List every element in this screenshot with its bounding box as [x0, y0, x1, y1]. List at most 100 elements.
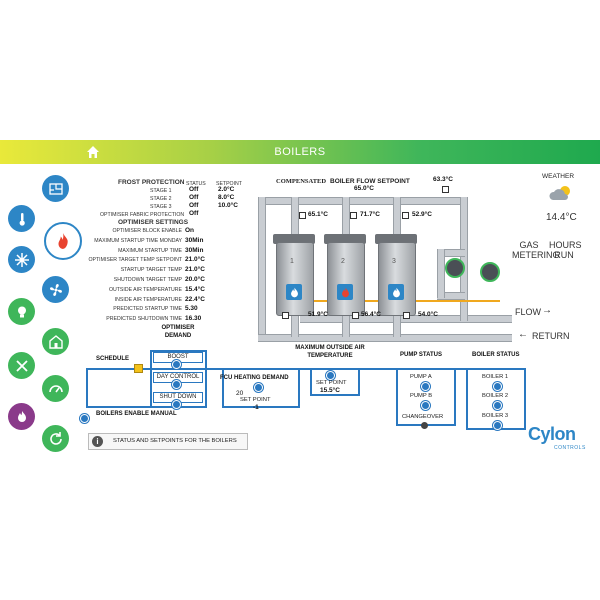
- header-temp: 63.3°C: [433, 176, 453, 183]
- info-bar: i STATUS AND SETPOINTS FOR THE BOILERS: [88, 433, 248, 450]
- max-outside-air-label: MAXIMUM OUTSIDE AIR TEMPERATURE: [295, 345, 365, 359]
- changeover-icon[interactable]: [421, 422, 428, 429]
- pump-icon: [480, 262, 500, 282]
- frost-stage-setpoint[interactable]: 10.0°C: [218, 202, 238, 209]
- fcu-heating-demand-label: FCU HEATING DEMAND: [220, 375, 289, 381]
- header-sensor: [442, 186, 449, 193]
- status-dot: [172, 400, 181, 409]
- tools-icon[interactable]: [8, 352, 35, 379]
- control-line: [150, 350, 152, 408]
- optimiser-setting-value[interactable]: 21.0°C: [185, 256, 205, 264]
- compensated-label: COMPENSATED: [276, 178, 327, 185]
- frost-stage-status: Off: [189, 186, 199, 193]
- flow-temp: 71.7°C: [360, 211, 380, 218]
- frost-stage-status: Off: [189, 202, 199, 209]
- hours-run-link[interactable]: HOURS RUN: [549, 240, 582, 260]
- boiler-3[interactable]: [378, 242, 416, 316]
- control-line: [310, 394, 360, 396]
- frost-stage-setpoint[interactable]: 8.0°C: [218, 194, 235, 201]
- optimiser-setting-label: STARTUP TARGET TEMP: [120, 267, 182, 274]
- boiler-cap: [324, 234, 366, 244]
- fcu-setpoint-value[interactable]: -1: [253, 404, 259, 411]
- status-dot: [421, 401, 430, 410]
- optimiser-setting-value[interactable]: 5.30: [185, 305, 198, 313]
- fabric-protection-label: OPTIMISER FABRIC PROTECTION: [100, 212, 185, 218]
- lightbulb-icon[interactable]: [8, 298, 35, 325]
- control-line: [454, 368, 456, 426]
- boiler-number: 1: [290, 258, 294, 265]
- return-temp: 54.0°C: [418, 311, 438, 318]
- status-dot: [254, 383, 263, 392]
- control-line: [298, 368, 300, 408]
- boiler-status-label: BOILER STATUS: [472, 352, 520, 358]
- building-icon[interactable]: [42, 328, 69, 355]
- optimiser-setting-value[interactable]: 30Min: [185, 236, 204, 244]
- home-icon[interactable]: [86, 145, 100, 159]
- flow-label: FLOW: [515, 307, 541, 317]
- pump-status-label: PUMP STATUS: [400, 352, 443, 358]
- status-dot: [493, 421, 502, 430]
- flame-icon: [337, 284, 353, 300]
- gas-pipe-bottom: [437, 292, 465, 300]
- return-sensor: [282, 312, 289, 319]
- arrow-left-icon: ←: [518, 329, 528, 340]
- header-bar: BOILERS: [0, 140, 600, 164]
- snowflake-icon[interactable]: [8, 246, 35, 273]
- optimiser-setting-value[interactable]: 15.4°C: [185, 285, 205, 293]
- schedule-label: SCHEDULE: [96, 356, 130, 362]
- return-temp: 56.4°C: [361, 311, 381, 318]
- setpoint-header: SETPOINT: [216, 181, 242, 187]
- optimiser-setting-value[interactable]: 22.4°C: [185, 295, 205, 303]
- optimiser-setting-value[interactable]: 21.0°C: [185, 266, 205, 274]
- optimiser-setting-value[interactable]: 30Min: [185, 246, 204, 254]
- right-riser-pipe: [460, 197, 468, 321]
- control-line: [358, 368, 360, 396]
- control-line: [222, 406, 300, 408]
- changeover-label: CHANGEOVER: [402, 414, 444, 420]
- thermometer-icon[interactable]: [8, 205, 35, 232]
- control-line: [86, 368, 398, 370]
- optimiser-settings-title: OPTIMISER SETTINGS: [118, 219, 189, 226]
- weather-cloud-icon: [548, 183, 574, 208]
- flow-setpoint-value[interactable]: 65.0°C: [354, 185, 374, 192]
- return-temp: 51.9°C: [308, 311, 328, 318]
- refresh-icon[interactable]: [42, 425, 69, 452]
- control-line: [150, 350, 207, 352]
- control-line: [396, 368, 526, 370]
- weather-label: WEATHER: [542, 173, 575, 180]
- flow-sensor: [299, 212, 306, 219]
- info-icon[interactable]: i: [92, 436, 103, 447]
- boiler-cap: [375, 234, 417, 244]
- boiler-number: 2: [341, 258, 345, 265]
- fan-icon[interactable]: [42, 276, 69, 303]
- boiler-1[interactable]: [276, 242, 314, 316]
- optimiser-setting-label: INSIDE AIR TEMPERATURE: [114, 296, 182, 303]
- optimiser-setting-value[interactable]: 16.30: [185, 315, 202, 323]
- flow-temp: 52.9°C: [412, 211, 432, 218]
- optimiser-setting-value[interactable]: On: [185, 227, 195, 234]
- status-dot[interactable]: [80, 414, 89, 423]
- gauge-icon[interactable]: [42, 375, 69, 402]
- floorplan-icon[interactable]: [42, 175, 69, 202]
- control-line: [396, 368, 398, 426]
- info-text: STATUS AND SETPOINTS FOR THE BOILERS: [113, 438, 237, 444]
- gas-metering-link[interactable]: GAS METERING: [512, 240, 560, 260]
- boiler-1-status: BOILER 1: [482, 374, 509, 380]
- optimiser-setting-label: MAXIMUM STARTUP TIME: [118, 247, 182, 254]
- control-line: [205, 350, 207, 408]
- fire-alarm-icon[interactable]: [8, 403, 35, 430]
- gas-pipe-top: [437, 249, 465, 257]
- boiler-2[interactable]: [327, 242, 365, 316]
- oat-setpoint-value[interactable]: 15.5°C: [320, 387, 340, 394]
- schedule-icon[interactable]: [134, 364, 143, 373]
- optimiser-setting-value[interactable]: 20.0°C: [185, 276, 205, 283]
- pump-b-label: PUMP B: [410, 393, 433, 399]
- return-sensor: [352, 312, 359, 319]
- boiler-cap: [273, 234, 315, 244]
- flame-icon: [286, 284, 302, 300]
- return-pipe: [258, 334, 512, 342]
- heating-flame-icon[interactable]: [44, 222, 82, 260]
- status-dot: [172, 380, 181, 389]
- flow-setpoint-label: BOILER FLOW SETPOINT: [330, 178, 410, 185]
- frost-stage-setpoint[interactable]: 2.0°C: [218, 186, 235, 193]
